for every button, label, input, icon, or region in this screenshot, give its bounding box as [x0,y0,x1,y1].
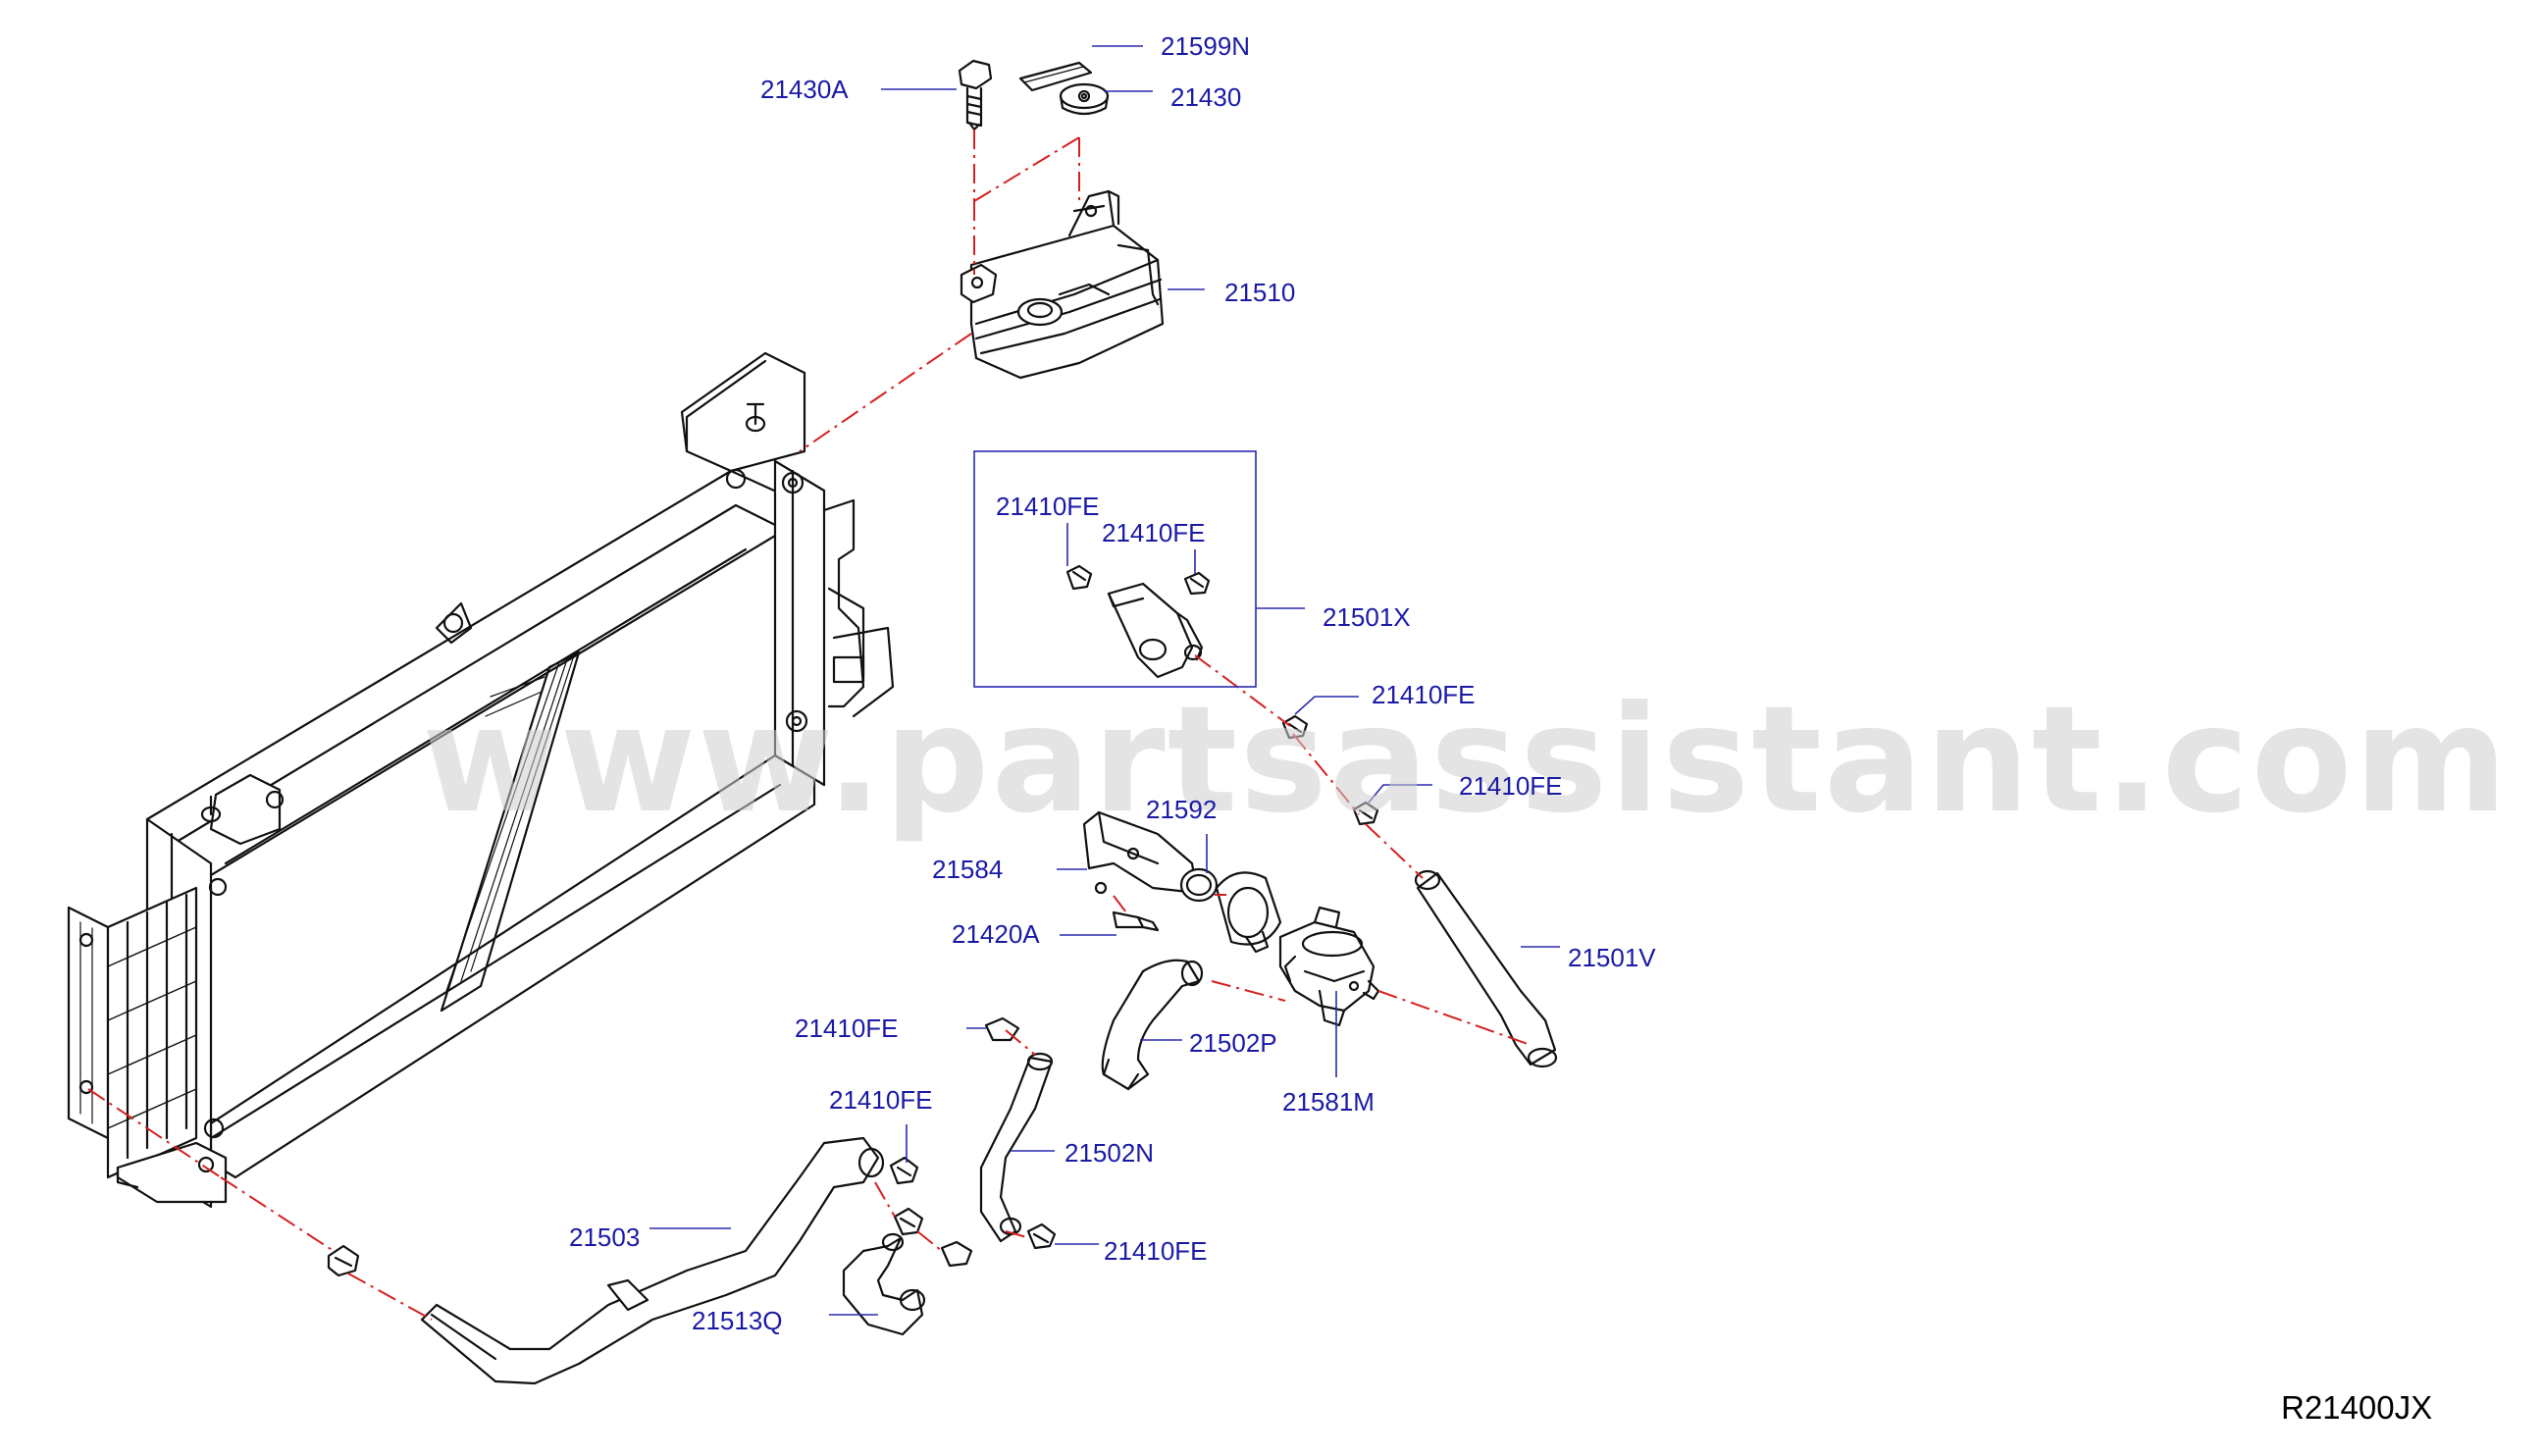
callout-21599n[interactable]: 21599N [1161,31,1251,61]
bolt-21420a [1112,910,1160,932]
pump-collar [1215,871,1282,954]
diagram-code: R21400JX [2281,1389,2433,1426]
phantom-lines [87,130,1532,1321]
bolt [958,59,993,131]
callout-21592[interactable]: 21592 [1146,795,1218,824]
callout-21584[interactable]: 21584 [932,855,1004,884]
leader-lines [649,45,1560,1316]
label-strip [1018,61,1093,92]
o-ring [1179,867,1219,903]
hose-21502p [1101,959,1204,1091]
reservoir-cap [1059,82,1110,116]
group-box-21501x [973,450,1257,688]
reservoir-tank [960,189,1165,380]
callout-21410fe-d[interactable]: 21410FE [1459,771,1563,801]
callout-21510[interactable]: 21510 [1224,278,1296,307]
callout-21410fe-e[interactable]: 21410FE [795,1014,899,1043]
callout-21502n[interactable]: 21502N [1064,1138,1155,1168]
electric-water-pump [1278,906,1380,1027]
callout-21410fe-g[interactable]: 21410FE [1104,1236,1208,1266]
callout-21581m[interactable]: 21581M [1282,1087,1375,1117]
callout-21501v[interactable]: 21501V [1568,943,1656,972]
water-outlet [1107,582,1204,679]
callout-21501x[interactable]: 21501X [1323,602,1411,632]
watermark-text: www.partsassistant.com [422,675,2510,846]
hose-21502n [979,1052,1054,1243]
callout-21410fe-c[interactable]: 21410FE [1372,680,1476,709]
callout-21410fe-f[interactable]: 21410FE [829,1085,933,1115]
radiator-core-support [67,351,895,1209]
callout-21430[interactable]: 21430 [1170,82,1242,112]
hose-21503 [420,1136,885,1385]
clamp-group [327,564,1379,1277]
callout-21502p[interactable]: 21502P [1189,1028,1277,1058]
callout-21410fe-a[interactable]: 21410FE [996,492,1100,521]
callout-21513q[interactable]: 21513Q [692,1306,783,1335]
callout-21410fe-b[interactable]: 21410FE [1102,518,1206,547]
hose-21501v [1414,869,1558,1068]
callout-21430a[interactable]: 21430A [760,75,849,104]
callout-21420a[interactable]: 21420A [952,919,1040,949]
hose-21513q [842,1232,926,1336]
callout-21503[interactable]: 21503 [569,1222,641,1252]
